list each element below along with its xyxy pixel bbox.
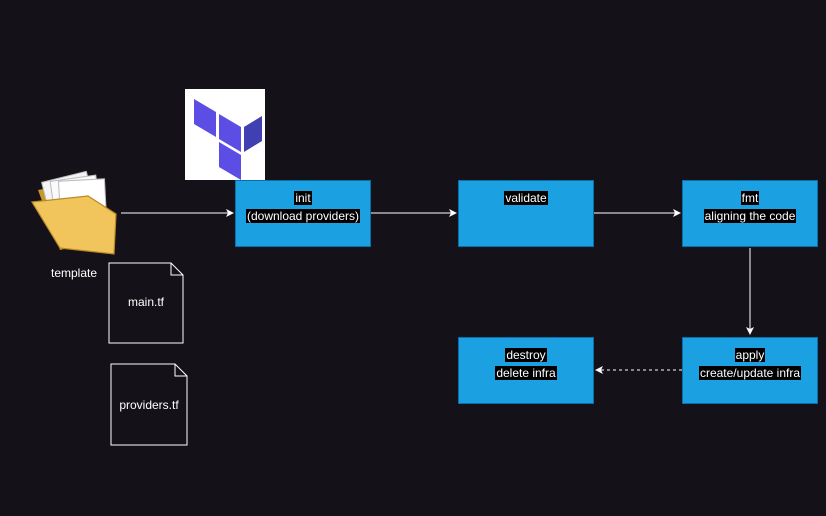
folder-label: template bbox=[51, 266, 98, 280]
node-init: init (download providers) bbox=[235, 180, 371, 247]
node-destroy-subtitle: delete infra bbox=[495, 366, 557, 380]
terraform-logo-icon bbox=[185, 89, 265, 180]
file-label: main.tf bbox=[127, 295, 164, 309]
node-destroy-title: destroy bbox=[505, 348, 547, 362]
file-providers-tf: providers.tf bbox=[110, 363, 188, 446]
node-fmt-title: fmt bbox=[740, 191, 760, 205]
node-fmt-subtitle: aligning the code bbox=[703, 209, 797, 223]
node-apply: apply create/update infra bbox=[682, 337, 818, 404]
file-main-tf: main.tf bbox=[108, 262, 184, 344]
node-validate-title: validate bbox=[504, 191, 548, 205]
file-label: providers.tf bbox=[119, 398, 179, 412]
node-init-title: init bbox=[294, 191, 312, 205]
node-destroy: destroy delete infra bbox=[458, 337, 594, 404]
node-validate: validate bbox=[458, 180, 594, 247]
node-apply-subtitle: create/update infra bbox=[698, 366, 802, 380]
folder-icon bbox=[30, 168, 122, 256]
node-init-subtitle: (download providers) bbox=[245, 209, 361, 223]
node-apply-title: apply bbox=[734, 348, 766, 362]
node-fmt: fmt aligning the code bbox=[682, 180, 818, 247]
